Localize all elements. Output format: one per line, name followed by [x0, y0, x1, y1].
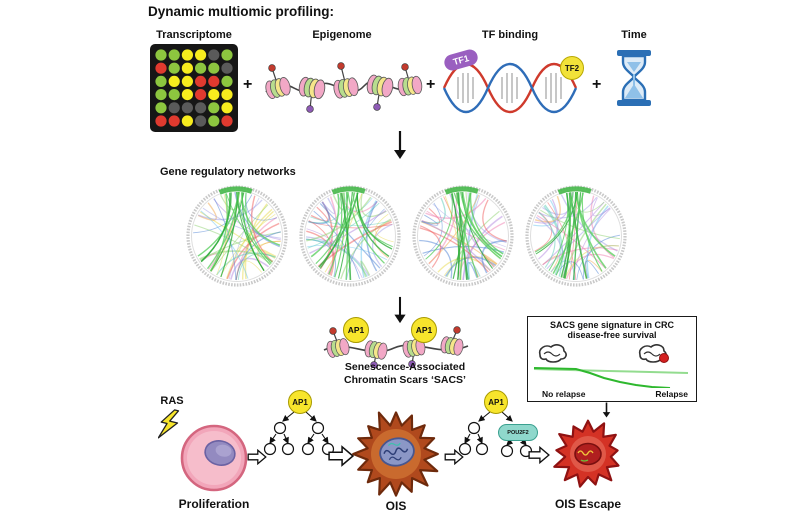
transcriptome-microarray-icon [150, 44, 238, 132]
no-relapse-label: No relapse [542, 389, 586, 399]
ap1-badge-tree2: AP1 [484, 390, 508, 414]
grn-circos-plot-4 [525, 185, 627, 287]
survival-title-line2: disease-free survival [567, 330, 657, 340]
plus-sign-1: + [243, 76, 253, 93]
tf-binding-label: TF binding [481, 29, 539, 41]
ap1-regulon-tree [263, 411, 335, 456]
block-arrow-right-icon [328, 445, 354, 467]
proliferation-label: Proliferation [178, 497, 250, 511]
pou2f2-badge: POU2F2 [498, 424, 538, 441]
block-arrow-right-icon [444, 449, 464, 465]
ras-label: RAS [160, 395, 184, 407]
sacs-caption-line2: Chromatin Scars ‘SACS’ [344, 374, 466, 386]
block-arrow-right-icon [247, 449, 267, 465]
proliferating-cell-icon [180, 424, 248, 492]
plus-sign-3: + [592, 76, 602, 93]
sacs-chromatin-icon [323, 326, 469, 368]
grn-circos-plot-1 [186, 185, 288, 287]
survival-curve-plot [533, 344, 689, 388]
survival-inset-box: SACS gene signature in CRC disease-free … [527, 316, 697, 402]
arrow-down-icon [394, 131, 406, 159]
tf2-badge: TF2 [560, 56, 584, 80]
lightning-bolt-icon [158, 409, 180, 439]
ois-escape-label: OIS Escape [554, 497, 622, 511]
grn-label: Gene regulatory networks [160, 166, 296, 178]
ois-label: OIS [385, 499, 407, 513]
plus-sign-2: + [426, 76, 436, 93]
ap1-badge-tree1: AP1 [288, 390, 312, 414]
ois-senescent-cell-icon [352, 411, 439, 497]
figure-title: Dynamic multiomic profiling: [148, 4, 335, 19]
relapse-label: Relapse [655, 389, 688, 399]
arrow-down-icon [602, 402, 611, 418]
sacs-caption-line1: Senescence-Associated [344, 361, 466, 373]
survival-title-line1: SACS gene signature in CRC [549, 320, 675, 330]
arrow-down-icon [394, 296, 406, 324]
ap1-badge-sacs-1: AP1 [343, 317, 369, 343]
transcriptome-label: Transcriptome [156, 29, 232, 41]
time-label: Time [621, 29, 647, 41]
ois-escape-cell-icon [553, 419, 620, 488]
ap1-badge-sacs-2: AP1 [411, 317, 437, 343]
block-arrow-right-icon [528, 446, 550, 464]
epigenome-nucleosomes-icon [265, 62, 423, 113]
hourglass-icon [617, 50, 651, 106]
grn-circos-plot-2 [299, 185, 401, 287]
grn-circos-plot-3 [412, 185, 514, 287]
epigenome-label: Epigenome [312, 29, 372, 41]
